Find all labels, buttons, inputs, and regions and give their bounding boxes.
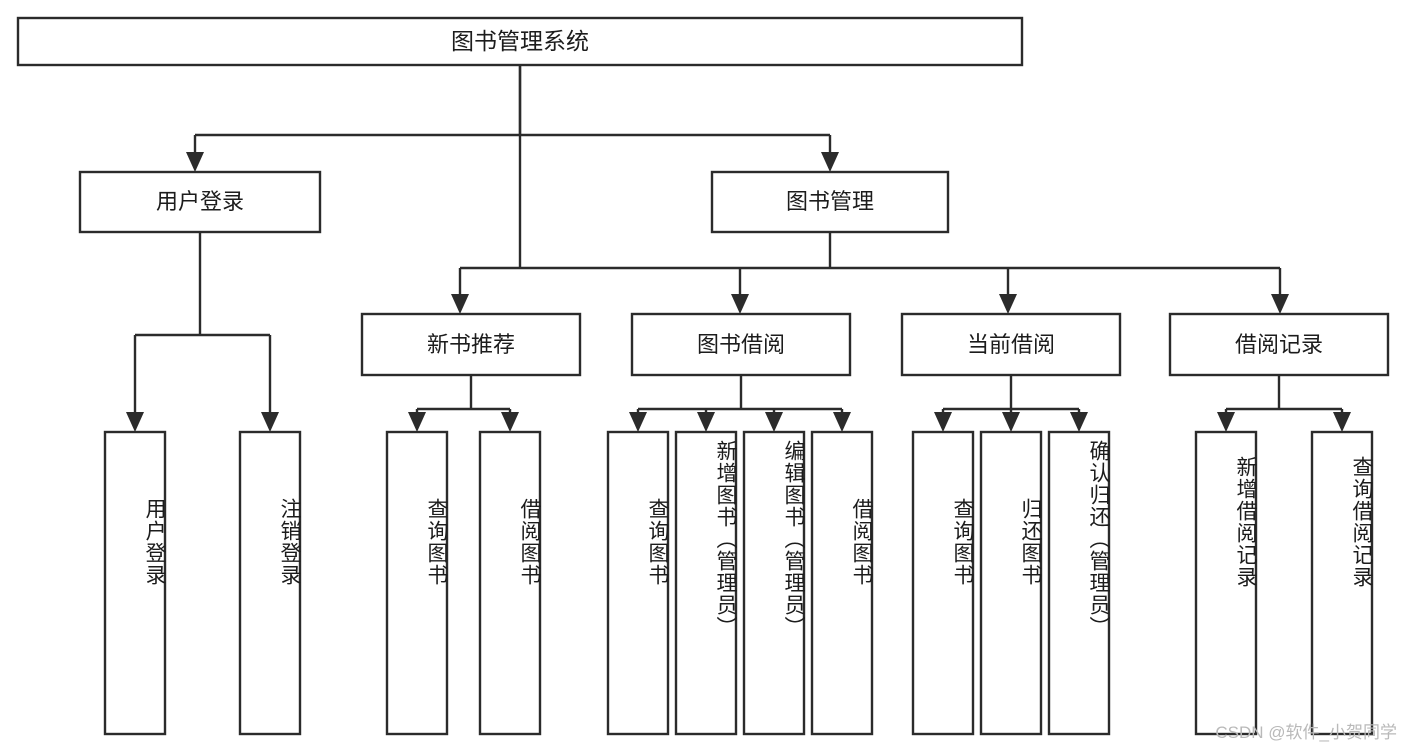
node-leaf-confirm-return-box[interactable]	[1047, 430, 1111, 736]
node-leaf-query-book-b-box[interactable]	[606, 430, 670, 736]
arrow-icon-leaf-query-book-c	[934, 412, 952, 432]
node-leaf-user-logout-box[interactable]	[238, 430, 302, 736]
node-borrowing-record-box[interactable]	[1168, 312, 1390, 377]
node-current-borrowing-label: 当前借阅	[967, 332, 1055, 357]
node-leaf-add-record-box[interactable]	[1194, 430, 1258, 736]
node-book-management-box[interactable]	[710, 170, 950, 234]
node-leaf-query-book-a-box[interactable]	[385, 430, 449, 736]
arrow-icon-leaf-edit-book	[765, 412, 783, 432]
node-leaf-edit-book-box[interactable]	[742, 430, 806, 736]
arrow-icon-to-book-borrow	[731, 294, 749, 314]
node-book-management-label: 图书管理	[786, 189, 874, 214]
node-current-borrowing[interactable]: 当前借阅	[900, 312, 1122, 377]
arrow-icon-to-user-login	[186, 152, 204, 172]
node-root-label: 图书管理系统	[451, 28, 589, 54]
node-leaf-add-book-box[interactable]	[674, 430, 738, 736]
arrow-icon-leaf-add-record	[1217, 412, 1235, 432]
node-book-borrowing-label: 图书借阅	[697, 332, 785, 357]
arrow-icon-leaf-add-book	[697, 412, 715, 432]
node-leaf-return-book-box[interactable]	[979, 430, 1043, 736]
arrow-icon-leaf-borrow-book-a	[501, 412, 519, 432]
arrow-icon-leaf-user-logout	[261, 412, 279, 432]
node-book-management[interactable]: 图书管理	[710, 170, 950, 234]
node-leaf-query-record-box[interactable]	[1310, 430, 1374, 736]
arrow-icon-leaf-query-book-a	[408, 412, 426, 432]
node-borrowing-record-label: 借阅记录	[1235, 332, 1323, 357]
node-new-book-recommend-box[interactable]	[360, 312, 582, 377]
arrow-icon-leaf-user-login	[126, 412, 144, 432]
arrow-icon-to-book-mgmt	[821, 152, 839, 172]
node-leaf-borrow-book-a-box[interactable]	[478, 430, 542, 736]
node-user-login-box[interactable]	[78, 170, 322, 234]
node-current-borrowing-box[interactable]	[900, 312, 1122, 377]
node-leaf-user-login-box[interactable]	[103, 430, 167, 736]
node-borrowing-record[interactable]: 借阅记录	[1168, 312, 1390, 377]
node-new-book-recommend-label: 新书推荐	[427, 332, 515, 357]
node-book-borrowing[interactable]: 图书借阅	[630, 312, 852, 377]
arrow-icon-leaf-query-book-b	[629, 412, 647, 432]
arrow-icon-leaf-confirm-return	[1070, 412, 1088, 432]
arrow-icon-to-new-book-rec	[451, 294, 469, 314]
arrow-icon-leaf-borrow-book-b	[833, 412, 851, 432]
arrow-icon-leaf-return-book	[1002, 412, 1020, 432]
node-leaf-query-book-c-box[interactable]	[911, 430, 975, 736]
arrow-icon-to-borrow-record	[1271, 294, 1289, 314]
node-leaf-borrow-book-b-box[interactable]	[810, 430, 874, 736]
node-root-box[interactable]	[16, 16, 1024, 67]
arrow-icon-to-current-borrow	[999, 294, 1017, 314]
node-book-borrowing-box[interactable]	[630, 312, 852, 377]
node-user-login-label: 用户登录	[156, 189, 244, 214]
node-user-login[interactable]: 用户登录	[78, 170, 322, 234]
node-new-book-recommend[interactable]: 新书推荐	[360, 312, 582, 377]
arrow-icon-leaf-query-record	[1333, 412, 1351, 432]
connector-layer	[126, 65, 1351, 432]
node-root-system[interactable]: 图书管理系统	[16, 16, 1024, 67]
csdn-watermark: CSDN @软件_小贺同学	[1215, 723, 1397, 742]
